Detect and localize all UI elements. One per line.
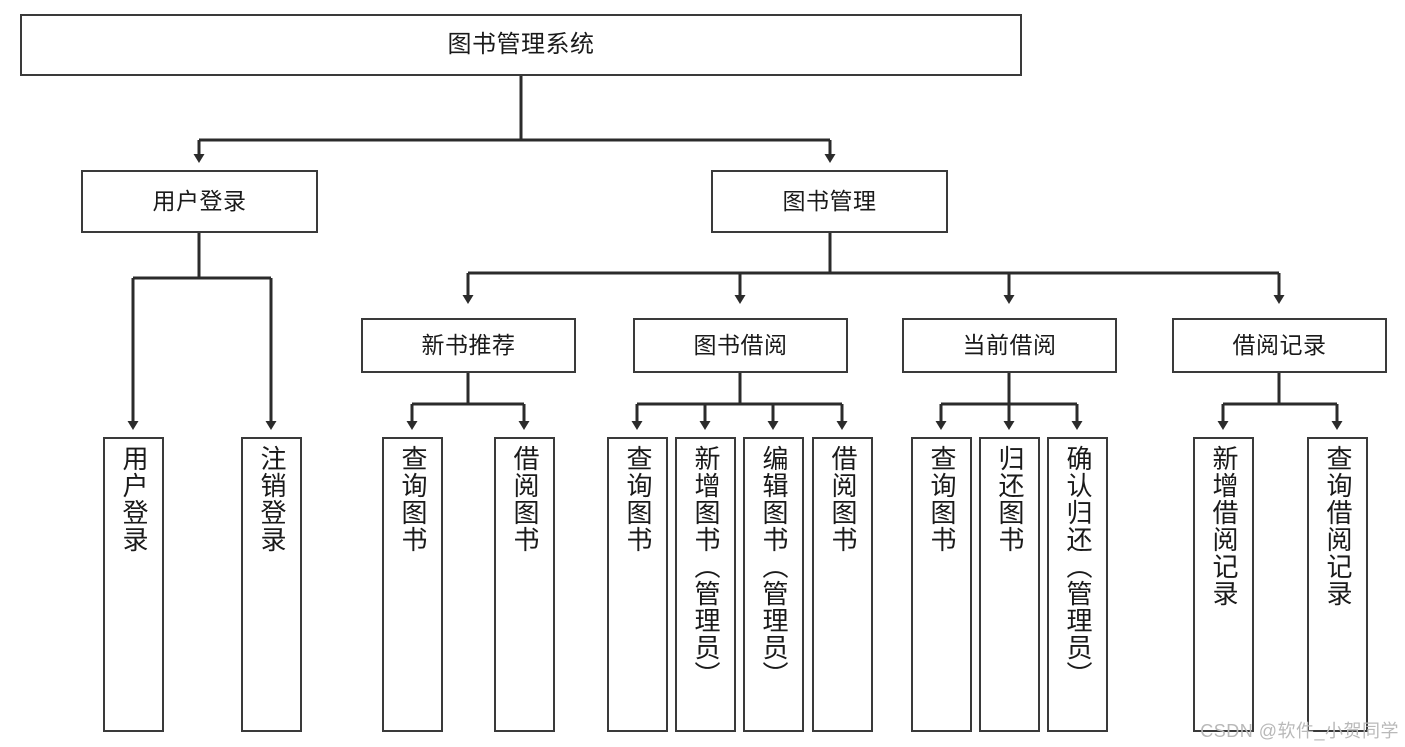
node-current-borrow[interactable]: 当前借阅: [902, 318, 1117, 373]
node-label: 图书管理系统: [447, 31, 595, 59]
node-label: 查询图书: [927, 445, 958, 553]
node-leaf-add-book[interactable]: 新增图书（管理员）: [675, 437, 736, 732]
node-label: 图书借阅: [693, 332, 788, 359]
node-label: 借阅记录: [1232, 332, 1327, 359]
node-label: 新增图书（管理员）: [691, 445, 722, 688]
node-leaf-query-book-2[interactable]: 查询图书: [607, 437, 668, 732]
node-leaf-add-record[interactable]: 新增借阅记录: [1193, 437, 1254, 732]
node-label: 当前借阅: [962, 332, 1057, 359]
node-label: 注销登录: [257, 445, 288, 553]
node-label: 查询借阅记录: [1323, 445, 1354, 607]
node-label: 归还图书: [995, 445, 1026, 553]
node-label: 借阅图书: [510, 445, 541, 553]
csdn-watermark: CSDN @软件_小贺同学: [1200, 721, 1399, 741]
node-root-book-management-system[interactable]: 图书管理系统: [20, 14, 1022, 76]
node-leaf-query-book-1[interactable]: 查询图书: [382, 437, 443, 732]
node-book-borrow[interactable]: 图书借阅: [633, 318, 848, 373]
node-label: 查询图书: [623, 445, 654, 553]
node-label: 查询图书: [398, 445, 429, 553]
node-leaf-query-record[interactable]: 查询借阅记录: [1307, 437, 1368, 732]
node-label: 新增借阅记录: [1209, 445, 1240, 607]
node-label: 图书管理: [782, 188, 877, 215]
node-label: 新书推荐: [421, 332, 516, 359]
node-leaf-confirm-return[interactable]: 确认归还（管理员）: [1047, 437, 1108, 732]
node-label: 用户登录: [152, 188, 247, 215]
node-user-login[interactable]: 用户登录: [81, 170, 318, 233]
node-new-book-recommend[interactable]: 新书推荐: [361, 318, 576, 373]
node-label: 编辑图书（管理员）: [759, 445, 790, 688]
node-label: 用户登录: [119, 445, 150, 553]
node-label: 确认归还（管理员）: [1063, 445, 1094, 688]
node-leaf-query-book-3[interactable]: 查询图书: [911, 437, 972, 732]
node-leaf-borrow-book-2[interactable]: 借阅图书: [812, 437, 873, 732]
node-leaf-logout-login[interactable]: 注销登录: [241, 437, 302, 732]
node-leaf-borrow-book-1[interactable]: 借阅图书: [494, 437, 555, 732]
node-leaf-edit-book[interactable]: 编辑图书（管理员）: [743, 437, 804, 732]
node-leaf-user-login[interactable]: 用户登录: [103, 437, 164, 732]
node-borrow-record[interactable]: 借阅记录: [1172, 318, 1387, 373]
node-label: 借阅图书: [828, 445, 859, 553]
node-leaf-return-book[interactable]: 归还图书: [979, 437, 1040, 732]
node-book-manage[interactable]: 图书管理: [711, 170, 948, 233]
